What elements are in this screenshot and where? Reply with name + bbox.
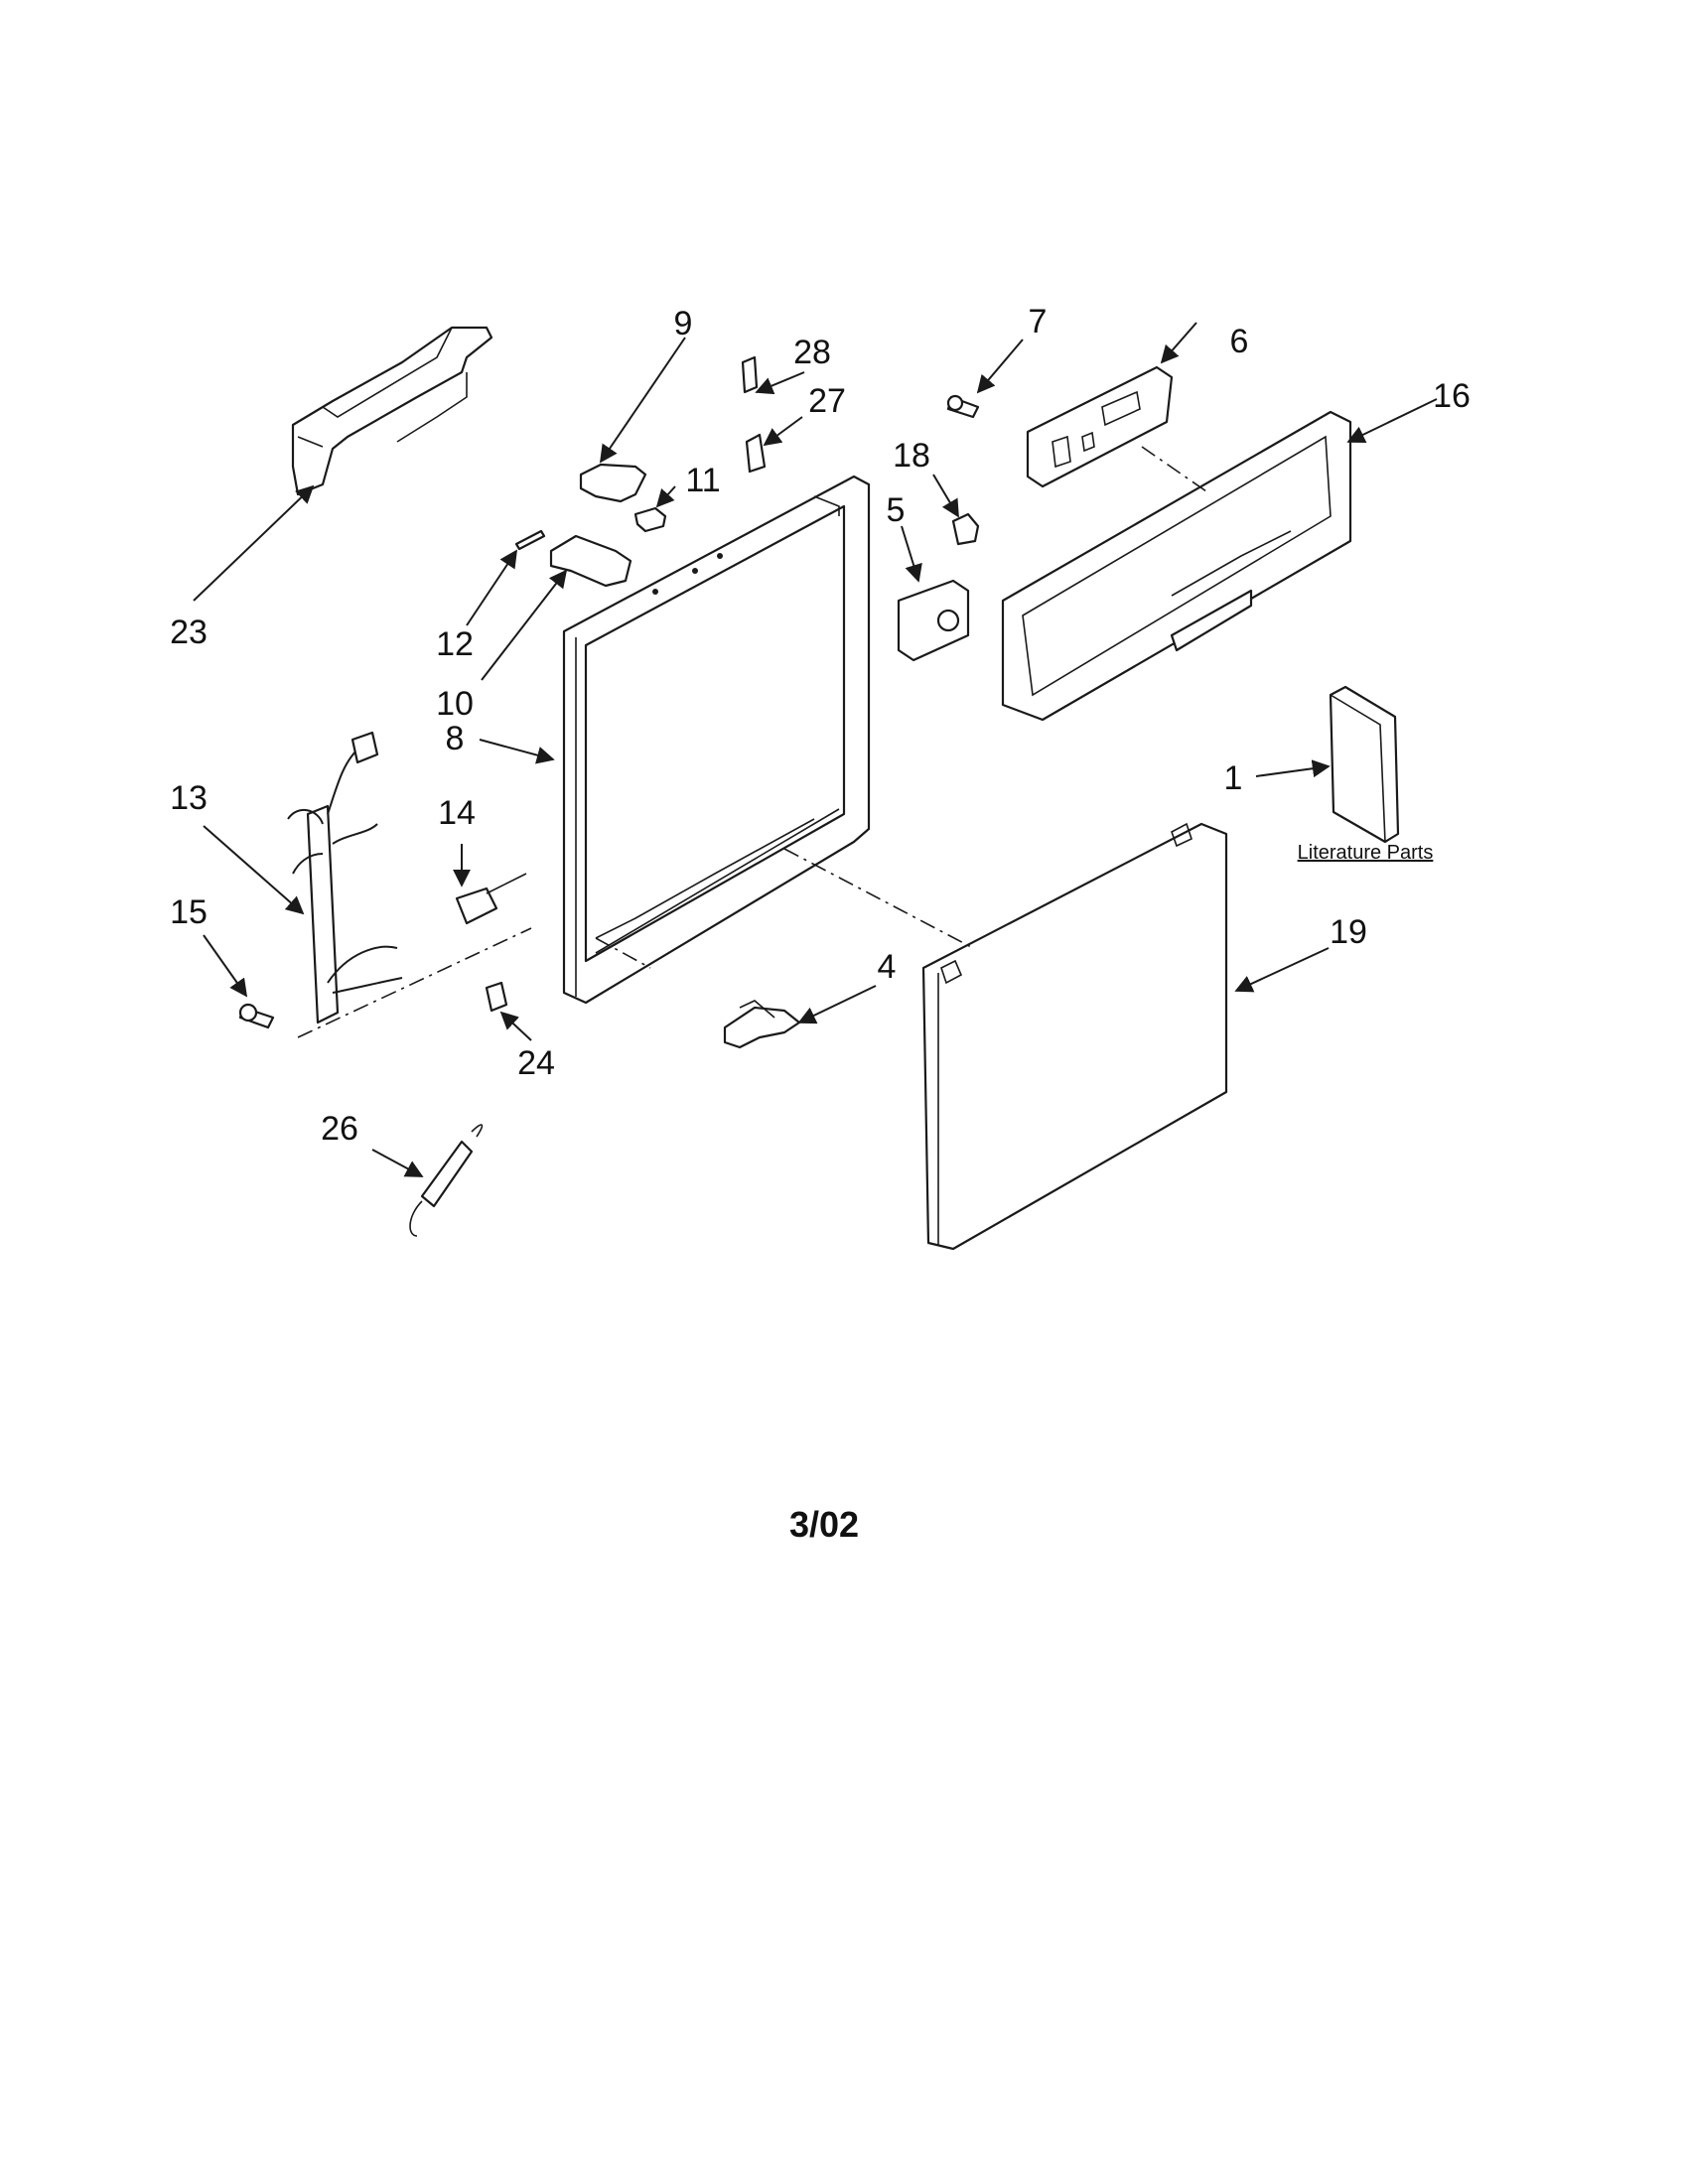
leader-lines xyxy=(193,322,1438,1177)
callout-10: 10 xyxy=(436,685,474,723)
part-5-switch xyxy=(897,579,970,662)
callout-6: 6 xyxy=(1230,323,1249,360)
part-12-pin xyxy=(514,529,546,551)
callout-4: 4 xyxy=(878,948,897,986)
callout-9: 9 xyxy=(674,305,693,342)
callout-19: 19 xyxy=(1330,913,1367,951)
callout-26: 26 xyxy=(321,1110,358,1148)
part-24-clip xyxy=(485,981,508,1013)
part-1-literature xyxy=(1329,685,1400,844)
part-7-screw xyxy=(946,394,980,419)
callout-23: 23 xyxy=(170,614,208,651)
callout-14: 14 xyxy=(438,794,476,832)
part-18-clip xyxy=(951,512,980,546)
part-28-spring xyxy=(741,355,759,394)
part-4-bracket xyxy=(723,1000,801,1049)
revision-date: 3/02 xyxy=(789,1504,859,1545)
callout-16: 16 xyxy=(1433,377,1471,415)
assembly-lines xyxy=(297,446,1207,1038)
part-13-wire-harness xyxy=(287,731,403,1024)
literature-parts-label: Literature Parts xyxy=(1298,842,1434,864)
callout-5: 5 xyxy=(887,491,906,529)
part-9-latch xyxy=(579,463,667,533)
callout-13: 13 xyxy=(170,779,208,817)
callout-12: 12 xyxy=(436,625,474,663)
callout-24: 24 xyxy=(517,1044,555,1082)
callout-15: 15 xyxy=(170,893,208,931)
callout-labels: 9 28 27 11 12 10 23 8 7 6 16 18 5 1 19 4… xyxy=(170,303,1471,1148)
callout-28: 28 xyxy=(793,334,831,371)
part-14-connector xyxy=(455,873,527,925)
part-23-cover xyxy=(291,326,493,496)
part-26-spring xyxy=(409,1124,484,1237)
callout-18: 18 xyxy=(893,437,930,475)
part-19-access-panel xyxy=(921,822,1228,1251)
callout-1: 1 xyxy=(1224,759,1243,797)
callout-7: 7 xyxy=(1029,303,1048,341)
callout-11: 11 xyxy=(685,462,720,499)
callout-27: 27 xyxy=(808,382,846,420)
part-27-bracket xyxy=(745,433,767,474)
part-8-door-frame xyxy=(562,475,871,1005)
part-16-console xyxy=(1001,410,1352,722)
callout-8: 8 xyxy=(446,720,465,757)
part-15-screw xyxy=(238,1003,275,1029)
part-10-strike xyxy=(549,534,632,588)
part-6-control-panel xyxy=(1026,365,1174,488)
